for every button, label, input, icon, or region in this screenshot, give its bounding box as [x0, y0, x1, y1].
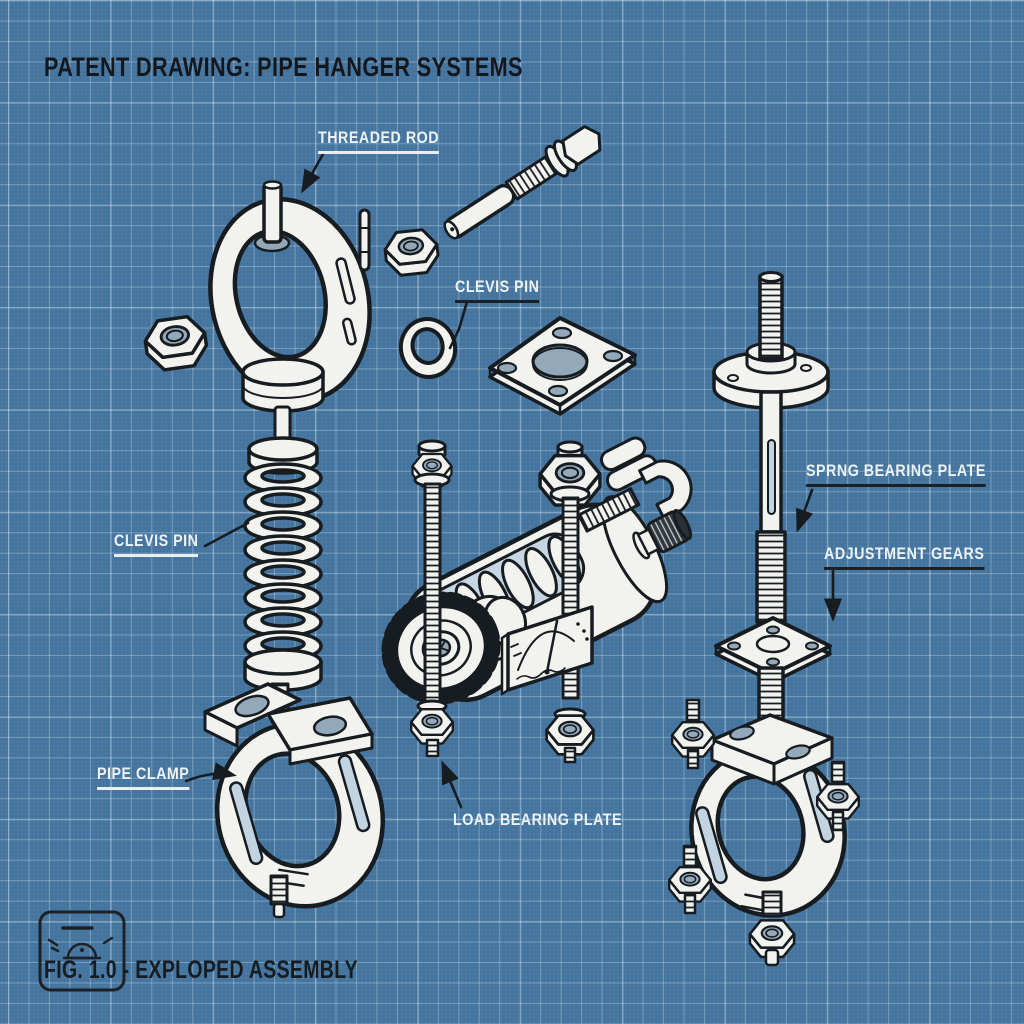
bearing-plate-drawing — [488, 316, 637, 416]
diamond-flange-drawing — [714, 616, 832, 684]
hanger-rod-left-drawing — [410, 439, 454, 758]
page-title: PATENT DRAWING: PIPE HANGER SYSTEMS — [44, 52, 523, 82]
fork-bracket-drawing — [599, 436, 693, 521]
knurled-knob-drawing — [632, 509, 693, 560]
callout-spring-bearing-plate: SPRNG BEARING PLATE — [806, 461, 986, 487]
side-bolt-drawing — [816, 760, 860, 832]
center-adjuster-assembly-drawing — [381, 436, 693, 764]
dial-gauge-drawing — [500, 605, 594, 696]
right-hanger-assembly-drawing — [668, 271, 860, 967]
side-bolt-drawing — [668, 844, 712, 915]
callout-threaded-rod: THREADED ROD — [318, 128, 440, 154]
callout-adjustment-gears: ADJUSTMENT GEARS — [824, 544, 985, 570]
round-flange-drawing — [712, 341, 830, 410]
pipe-clamp-right-drawing — [689, 713, 847, 967]
callout-load-bearing-plate: LOAD BEARING PLATE — [453, 810, 623, 829]
clevis-bolt-drawing — [443, 125, 602, 240]
callout-pipe-clamp: PIPE CLAMP — [97, 764, 190, 790]
side-bolt-drawing — [671, 698, 715, 770]
leader-lines — [184, 152, 843, 809]
pipe-clamp-left-drawing — [203, 682, 386, 919]
coil-spring-drawing — [243, 462, 323, 662]
figure-stamp-box — [38, 910, 126, 992]
callout-clevis-pin-upper: CLEVIS PIN — [455, 277, 540, 303]
left-hanger-assembly-drawing — [141, 125, 637, 919]
clamp-doodle-icon — [47, 936, 114, 960]
figure-caption: FIG. 1.0 - EXPLOPED ASSEMBLY — [44, 956, 358, 984]
ring-nut-drawing — [398, 317, 458, 379]
callout-clevis-pin-lower: CLEVIS PIN — [114, 531, 199, 557]
